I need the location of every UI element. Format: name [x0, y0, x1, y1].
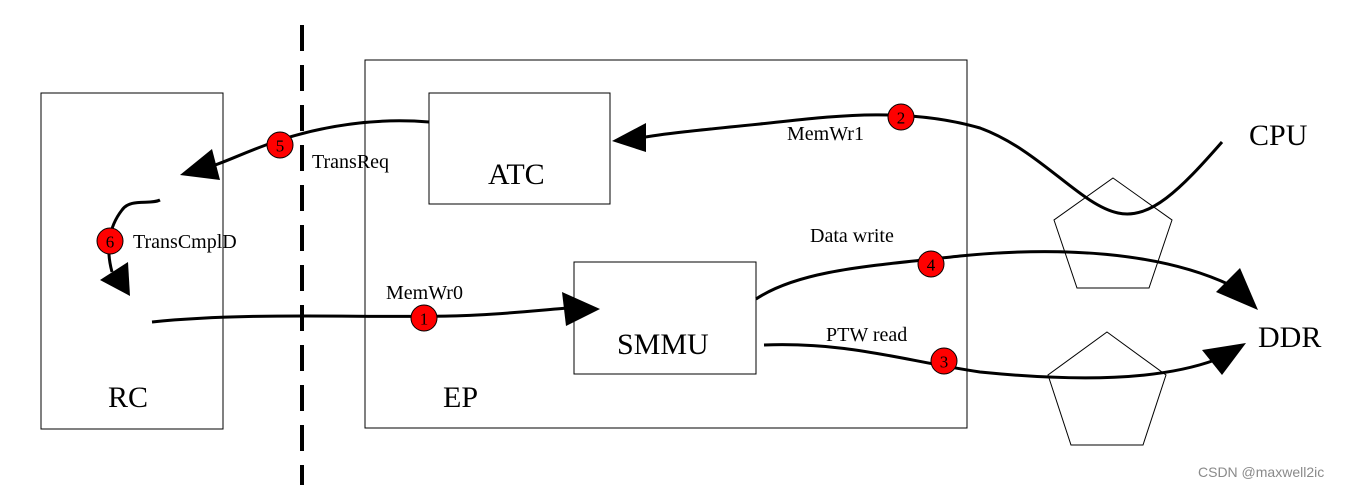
watermark: CSDN @maxwell2ic	[1198, 464, 1324, 480]
data-write-arrow	[755, 250, 1231, 301]
memwr1-arrowhead	[612, 123, 646, 152]
memwr0-label: MemWr0	[386, 282, 463, 304]
data-write-arrowhead	[1216, 268, 1258, 310]
step-2-number: 2	[897, 109, 906, 128]
transreq-arrow	[214, 119, 430, 167]
memwr0-arrowhead	[562, 292, 600, 326]
cpu-label: CPU	[1249, 119, 1308, 152]
atc-box	[428, 92, 611, 205]
step-3-number: 3	[940, 353, 949, 372]
step-2-marker: 2	[887, 103, 915, 131]
ep-label: EP	[443, 381, 478, 414]
step-1-number: 1	[420, 310, 429, 329]
data-write-label: Data write	[810, 225, 894, 247]
atc-label: ATC	[488, 158, 545, 191]
step-4-marker: 4	[917, 250, 945, 278]
step-1-marker: 1	[410, 304, 438, 332]
transcmpld-label: TransCmplD	[133, 231, 237, 253]
ptw-read-arrow	[763, 343, 1216, 380]
step-5-number: 5	[276, 137, 285, 156]
step-5-marker: 5	[266, 131, 294, 159]
step-6-number: 6	[106, 233, 115, 252]
memwr0-arrow	[151, 306, 569, 324]
ptw-read-arrowhead	[1202, 343, 1246, 375]
step-4-number: 4	[927, 256, 936, 275]
cpu-pentagon-shape	[1053, 177, 1173, 289]
memwr1-arrow	[639, 113, 1224, 216]
transreq-label: TransReq	[312, 151, 389, 173]
rc-box	[40, 92, 224, 430]
transreq-arrowhead	[180, 149, 220, 180]
ep-box	[364, 59, 968, 429]
step-3-marker: 3	[930, 347, 958, 375]
rc-label: RC	[108, 381, 148, 414]
ptw-read-label: PTW read	[826, 324, 907, 346]
transcmpld-arrowhead	[100, 262, 130, 296]
step-6-marker: 6	[96, 227, 124, 255]
ddr-pentagon-shape	[1047, 331, 1167, 446]
memwr1-label: MemWr1	[787, 123, 864, 145]
ddr-label: DDR	[1258, 321, 1321, 354]
smmu-label: SMMU	[617, 328, 709, 361]
